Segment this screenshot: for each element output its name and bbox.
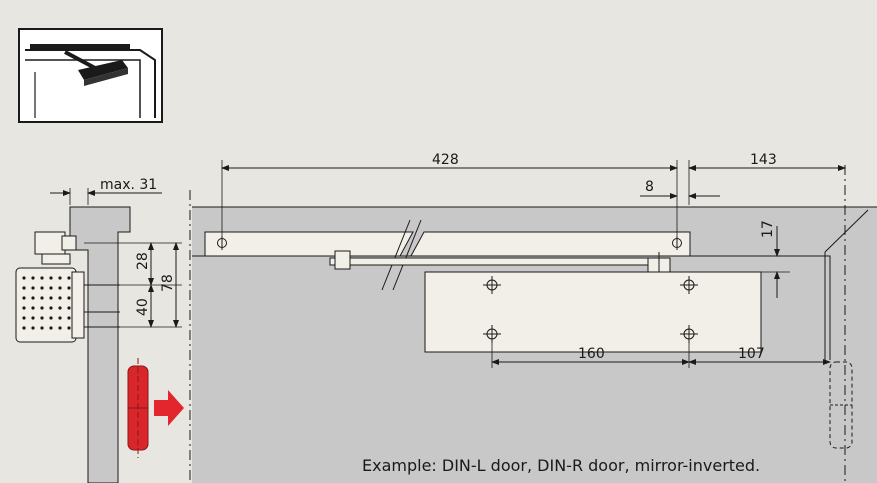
rail-screw-right (672, 236, 682, 250)
opening-direction-arrow-icon (154, 390, 184, 426)
dim-28-78-40: 28 40 78 (120, 242, 182, 328)
dim-17-label: 17 (760, 220, 776, 238)
dim-107: 107 (688, 346, 831, 365)
closer-vent-dot (58, 276, 62, 280)
dim-max31: max. 31 (50, 177, 162, 205)
closer-dot-grid (22, 276, 71, 330)
dim-17: 17 (760, 220, 790, 298)
closer-vent-dot (67, 326, 71, 330)
closer-vent-dot (58, 306, 62, 310)
closer-vent-dot (49, 306, 53, 310)
closer-vent-dot (67, 296, 71, 300)
closer-vent-dot (22, 276, 26, 280)
closer-vent-dot (22, 326, 26, 330)
side-view (15, 190, 191, 483)
closer-vent-dot (31, 296, 35, 300)
slide-rail (204, 219, 691, 291)
rail-screw-left (217, 236, 227, 250)
closer-vent-dot (58, 296, 62, 300)
dim-143-label: 143 (750, 152, 777, 168)
closer-vent-dot (40, 296, 44, 300)
closer-vent-dot (49, 276, 53, 280)
door-closer-thumbnail-icon (18, 28, 163, 123)
closer-vent-dot (40, 326, 44, 330)
side-screws (84, 242, 150, 328)
closer-vent-dot (22, 306, 26, 310)
closer-arm (329, 250, 671, 280)
closer-vent-dot (49, 316, 53, 320)
closer-vent-dot (22, 296, 26, 300)
closer-vent-dot (40, 276, 44, 280)
closer-vent-dot (58, 286, 62, 290)
closer-vent-dot (40, 316, 44, 320)
closer-vent-dot (49, 326, 53, 330)
closer-vent-dot (67, 276, 71, 280)
closer-vent-dot (40, 286, 44, 290)
dim-143: 143 (688, 152, 846, 205)
dim-8-label: 8 (645, 179, 654, 195)
closer-vent-dot (22, 316, 26, 320)
closer-body (424, 271, 762, 353)
closer-vent-dot (49, 286, 53, 290)
closer-vent-dot (58, 316, 62, 320)
closer-vent-dot (31, 276, 35, 280)
closer-vent-dot (67, 286, 71, 290)
dim-28-label: 28 (135, 252, 151, 270)
closer-vent-dot (58, 326, 62, 330)
closer-vent-dot (67, 306, 71, 310)
closer-vent-dot (22, 286, 26, 290)
closer-vent-dot (49, 296, 53, 300)
caption: Example: DIN-L door, DIN-R door, mirror-… (362, 456, 760, 475)
closer-vent-dot (31, 286, 35, 290)
dim-8: 8 (640, 179, 720, 199)
closer-vent-dot (31, 326, 35, 330)
hinge (127, 358, 149, 458)
dim-40-label: 40 (135, 298, 151, 316)
dim-78-label: 78 (160, 274, 176, 292)
dim-428-label: 428 (432, 152, 459, 168)
closer-vent-dot (67, 316, 71, 320)
closer-vent-dot (31, 306, 35, 310)
dim-160-label: 160 (578, 346, 605, 362)
frame-hinge-outline (829, 361, 853, 449)
closer-vent-dot (31, 316, 35, 320)
dim-max31-label: max. 31 (100, 177, 157, 193)
dim-107-label: 107 (738, 346, 765, 362)
closer-vent-dot (40, 306, 44, 310)
